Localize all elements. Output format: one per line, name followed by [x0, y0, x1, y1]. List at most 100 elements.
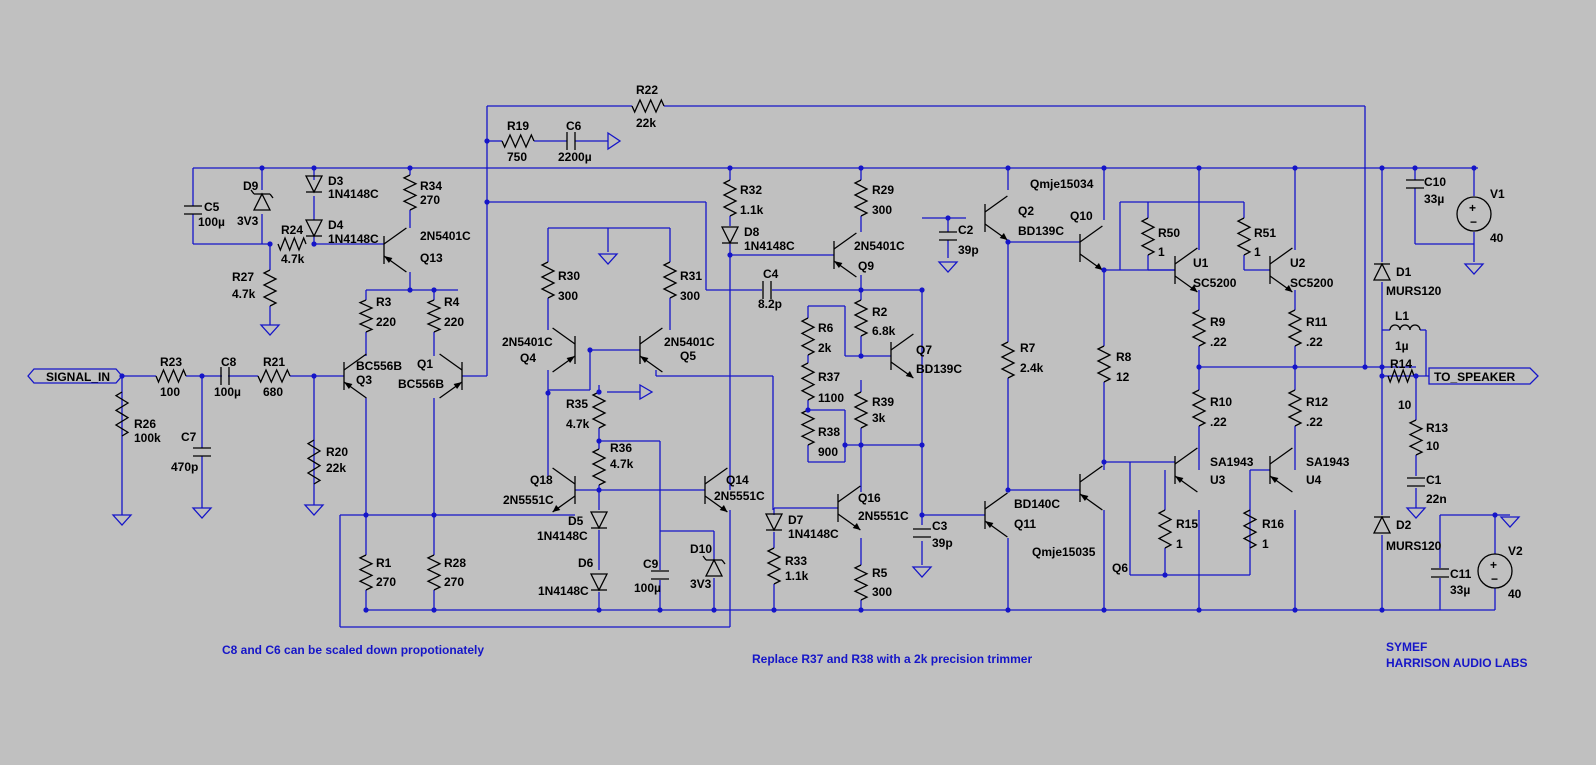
q10-value-label: Qmje15034 — [1030, 177, 1094, 191]
junction-dot — [771, 607, 777, 613]
note-trimmer: Replace R37 and R38 with a 2k precision … — [752, 652, 1032, 666]
r32-resistor — [722, 179, 738, 217]
r19-ref-label: R19 — [507, 119, 529, 133]
ground-c3 — [911, 566, 933, 578]
q3-ref-label: Q3 — [356, 373, 372, 387]
c1-value-label: 22n — [1426, 492, 1447, 506]
r26-value-label: 100k — [134, 431, 161, 445]
c2-value-label: 39p — [958, 243, 979, 257]
c9-value-label: 100µ — [634, 581, 661, 595]
q14-value-label: 2N5551C — [714, 489, 765, 503]
junction-dot — [1005, 165, 1011, 171]
d4-ref-label: D4 — [328, 218, 344, 232]
d5-value-label: 1N4148C — [537, 529, 588, 543]
d8-ref-label: D8 — [744, 225, 760, 239]
junctions — [119, 138, 1498, 613]
q4-ref-label: Q4 — [520, 351, 536, 365]
c8-capacitor — [220, 367, 230, 385]
junction-dot — [1379, 364, 1385, 370]
r51-resistor — [1236, 217, 1252, 256]
v2-source: +− — [1477, 553, 1513, 589]
r24-resistor — [277, 236, 307, 252]
q2-ref-label: Q2 — [1018, 204, 1034, 218]
c7-capacitor — [193, 447, 211, 457]
r33-resistor — [766, 547, 782, 585]
r34-resistor — [402, 174, 418, 211]
junction-dot — [199, 373, 205, 379]
q11-ref-label: Q11 — [1014, 517, 1036, 531]
c4-capacitor — [762, 281, 772, 299]
d9-value-label: 3V3 — [237, 214, 259, 228]
q13-value-label: 2N5401C — [420, 229, 471, 243]
d9-zener — [250, 189, 274, 211]
r39-resistor — [853, 391, 869, 429]
r5-value-label: 300 — [872, 585, 892, 599]
junction-dot — [1379, 607, 1385, 613]
d6-value-label: 1N4148C — [538, 584, 589, 598]
u3-transistor — [1174, 447, 1198, 493]
r7-ref-label: R7 — [1020, 341, 1036, 355]
junction-dot — [407, 165, 413, 171]
r29-ref-label: R29 — [872, 183, 894, 197]
r14-value-label: 10 — [1398, 398, 1412, 412]
d5-ref-label: D5 — [568, 514, 584, 528]
q11-transistor — [984, 492, 1008, 538]
junction-dot — [919, 442, 925, 448]
q5-transistor — [639, 327, 663, 373]
r27-ref-label: R27 — [232, 270, 254, 284]
note-c8-c6: C8 and C6 can be scaled down propotionat… — [222, 643, 484, 657]
q6-ref-label: Q6 — [1112, 561, 1128, 575]
junction-dot — [596, 487, 602, 493]
junction-dot — [596, 607, 602, 613]
d3-diode — [304, 175, 324, 194]
r35-value-label: 4.7k — [566, 417, 590, 431]
r32-value-label: 1.1k — [740, 203, 764, 217]
junction-dot — [1196, 607, 1202, 613]
q11-value-label: BD140C — [1014, 497, 1060, 511]
r34-value-label: 270 — [420, 193, 440, 207]
c7-ref-label: C7 — [181, 430, 197, 444]
junction-dot — [545, 390, 551, 396]
r51-value-label: 1 — [1254, 245, 1261, 259]
d2-diode — [1372, 515, 1392, 534]
q5-value-label: 2N5401C — [664, 335, 715, 349]
junction-dot — [363, 512, 369, 518]
junction-dot — [1413, 373, 1419, 379]
q1-ref-label: Q1 — [417, 357, 433, 371]
l1-inductor — [1389, 324, 1421, 331]
c6-capacitor — [566, 132, 576, 150]
junction-dot — [1101, 165, 1107, 171]
r9-ref-label: R9 — [1210, 315, 1226, 329]
junction-dot — [259, 165, 265, 171]
c8-value-label: 100µ — [214, 385, 241, 399]
junction-dot — [484, 138, 490, 144]
r15-resistor — [1157, 509, 1173, 549]
d10-zener — [702, 555, 726, 577]
svg-text:−: − — [1470, 215, 1477, 229]
to-speaker-label: TO_SPEAKER — [1434, 370, 1515, 384]
r2-ref-label: R2 — [872, 305, 888, 319]
r36-resistor — [591, 448, 607, 486]
r51-ref-label: R51 — [1254, 226, 1276, 240]
v1-ref-label: V1 — [1490, 187, 1505, 201]
c9-ref-label: C9 — [643, 557, 659, 571]
u4-transistor — [1269, 447, 1293, 493]
d8-diode — [720, 226, 740, 245]
c6-value-label: 2200µ — [558, 150, 592, 164]
d1-diode — [1372, 262, 1392, 281]
r27-value-label: 4.7k — [232, 287, 256, 301]
q10-transistor — [1079, 225, 1103, 271]
q7-value-label: BD139C — [916, 362, 962, 376]
q14-transistor — [704, 467, 728, 513]
junction-dot — [858, 607, 864, 613]
r31-ref-label: R31 — [680, 269, 702, 283]
r8-ref-label: R8 — [1116, 350, 1132, 364]
r50-resistor — [1140, 217, 1156, 256]
ground-c1 — [1405, 507, 1427, 519]
u2-ref-label: U2 — [1290, 256, 1306, 270]
r14-resistor — [1387, 368, 1415, 384]
r1-ref-label: R1 — [376, 556, 392, 570]
r35-resistor — [591, 391, 607, 429]
q9-value-label: 2N5401C — [854, 239, 905, 253]
q9-ref-label: Q9 — [858, 259, 874, 273]
